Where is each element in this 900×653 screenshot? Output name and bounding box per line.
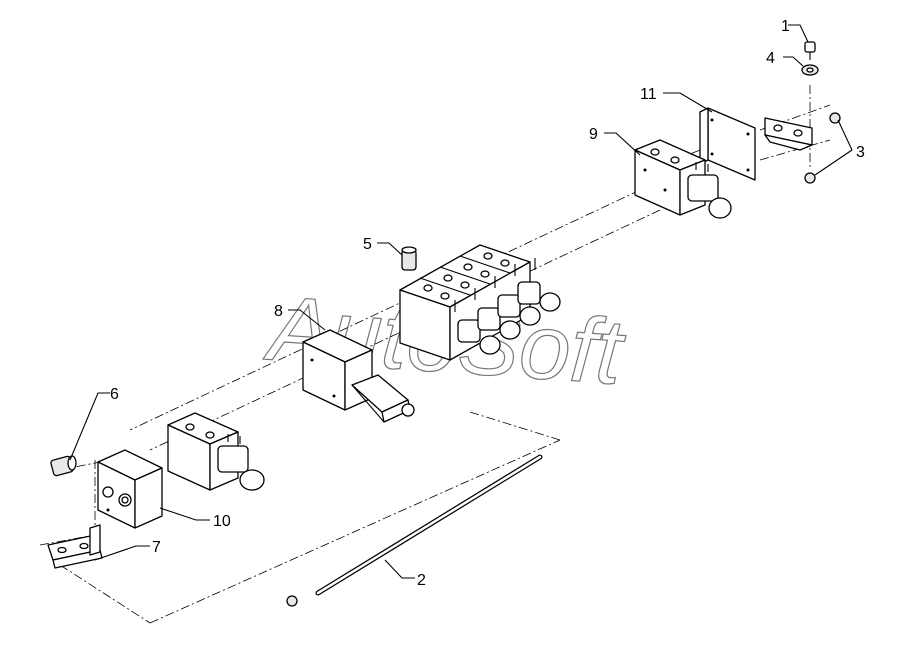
washer-part — [801, 64, 819, 76]
solenoid-valve-left — [167, 412, 265, 491]
callout-7: 7 — [152, 539, 161, 556]
fitting-part-6 — [50, 455, 77, 477]
callout-6: 6 — [110, 386, 119, 403]
threaded-rod-part-2 — [286, 454, 543, 607]
callout-3: 3 — [856, 144, 865, 161]
callout-11: 11 — [640, 86, 657, 103]
solenoid-valve-part-9 — [634, 139, 732, 219]
callout-4: 4 — [766, 50, 775, 67]
callout-8: 8 — [274, 303, 283, 320]
top-bracket-part — [764, 117, 813, 151]
callout-10: 10 — [213, 513, 231, 530]
callout-9: 9 — [589, 126, 598, 143]
manifold-block-part-10 — [97, 449, 163, 529]
leader-lines — [69, 24, 853, 579]
callout-1: 1 — [781, 18, 790, 35]
actuator-block-part-8 — [302, 329, 415, 423]
nut-parts — [804, 112, 841, 184]
bolt-part — [804, 41, 816, 60]
mounting-bracket-part-7 — [47, 524, 103, 569]
callout-labels: 1 2 3 4 5 6 7 8 9 10 11 — [110, 18, 865, 589]
fitting-part-5 — [401, 246, 417, 271]
cover-plate-part — [699, 107, 756, 181]
callout-2: 2 — [417, 572, 426, 589]
callout-5: 5 — [363, 236, 372, 253]
valve-bank-assembly — [399, 244, 561, 361]
